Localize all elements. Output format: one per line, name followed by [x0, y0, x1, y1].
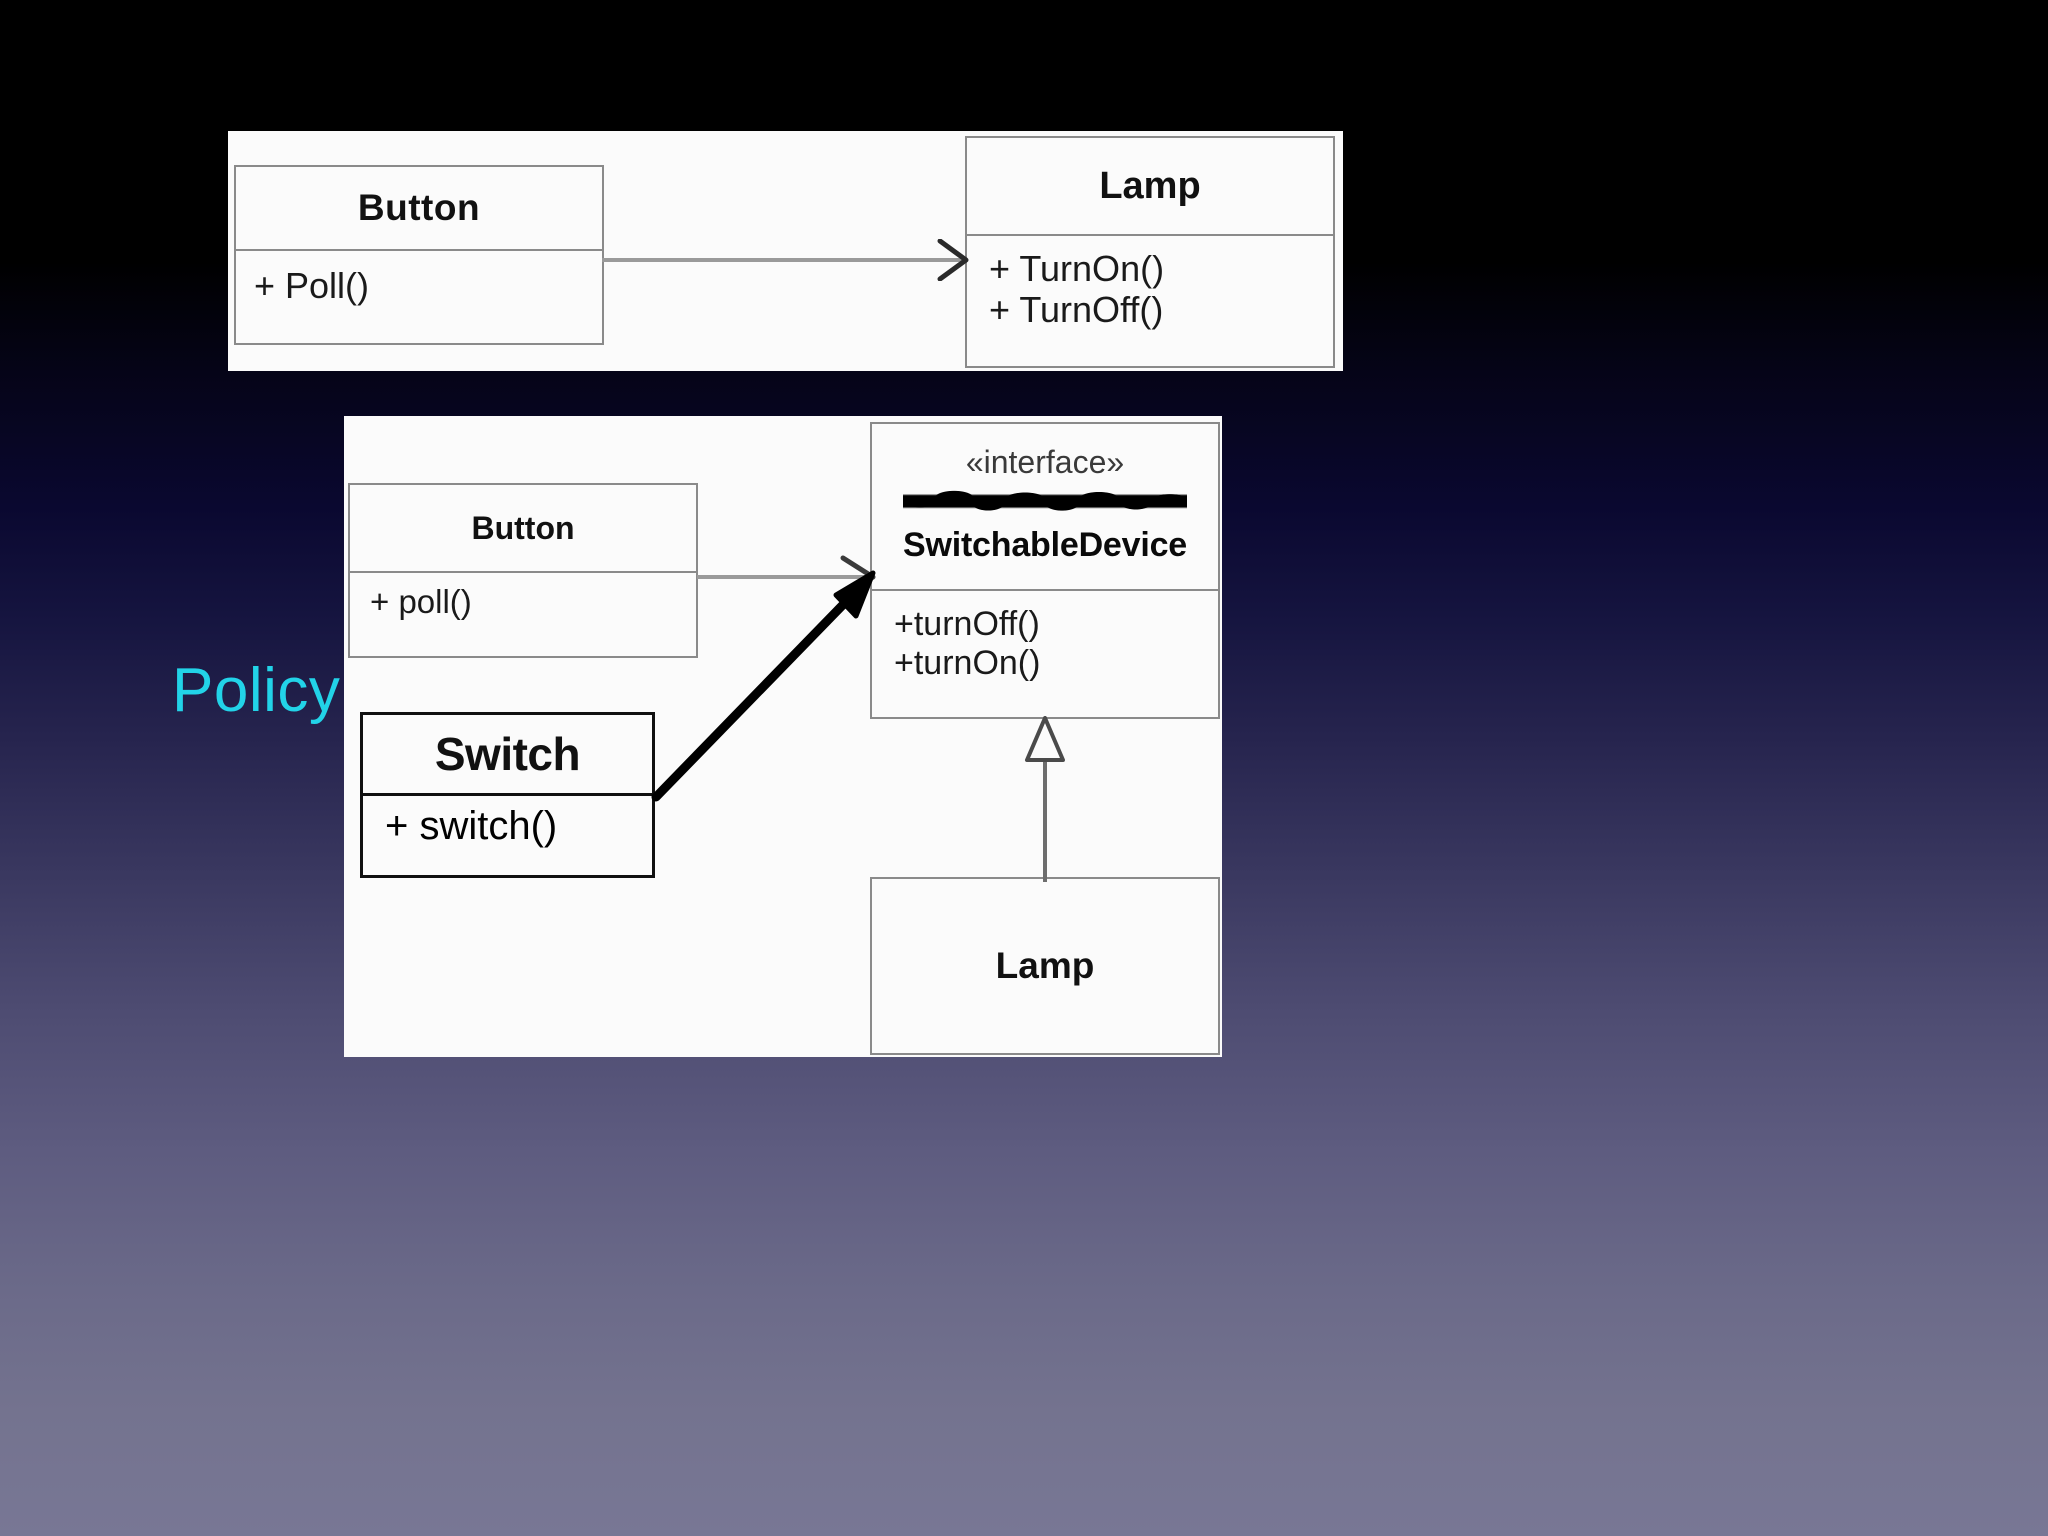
- uml-compartment-divider: [967, 234, 1333, 236]
- uml-interface-header: «interface» SwitchableDevice: [872, 424, 1218, 589]
- uml-members-compartment: + TurnOn() + TurnOff(): [967, 236, 1333, 366]
- uml-compartment-divider: [363, 793, 652, 796]
- policy-label: Policy: [172, 656, 341, 725]
- uml-interface-switchabledevice: «interface» SwitchableDevice +turnOff() …: [870, 422, 1220, 719]
- uml-class-name: Button: [357, 187, 481, 228]
- uml-class-name: Button: [471, 509, 575, 546]
- uml-interface-name: SwitchableDevice: [902, 525, 1188, 564]
- uml-class-lamp-bottom: Lamp: [870, 877, 1220, 1055]
- uml-compartment-divider: [872, 589, 1218, 591]
- uml-member: + poll(): [370, 583, 472, 620]
- generalization-arrow-lamp-to-interface: [1025, 716, 1065, 882]
- uml-class-lamp-top: Lamp + TurnOn() + TurnOff(): [965, 136, 1335, 368]
- uml-members-compartment: + poll(): [350, 573, 696, 656]
- uml-stereotype-label: «interface»: [965, 444, 1125, 480]
- uml-member: + TurnOn(): [989, 248, 1165, 289]
- uml-class-name: Switch: [434, 728, 581, 780]
- uml-class-name: Lamp: [995, 945, 1095, 986]
- uml-compartment-divider: [350, 571, 696, 573]
- uml-member: + Poll(): [254, 265, 370, 306]
- uml-compartment-divider: [236, 249, 602, 251]
- uml-members-compartment: + switch(): [363, 796, 652, 875]
- struck-out-interface-name: [895, 484, 1195, 518]
- uml-class-name: Lamp: [1099, 164, 1201, 207]
- uml-member: +turnOn(): [894, 643, 1041, 682]
- uml-members-compartment: + Poll(): [236, 251, 602, 343]
- association-arrow-button-to-lamp: [602, 239, 969, 281]
- handdrawn-arrow-switch-to-interface: [651, 570, 876, 802]
- uml-class-button-bottom: Button + poll(): [348, 483, 698, 658]
- uml-class-switch: Switch + switch(): [360, 712, 655, 878]
- uml-member: + TurnOff(): [989, 289, 1164, 331]
- uml-class-button-top: Button + Poll(): [234, 165, 604, 345]
- uml-member: +turnOff(): [894, 605, 1040, 643]
- uml-member: + switch(): [385, 804, 558, 848]
- scribble-out-mark: [903, 487, 1187, 514]
- uml-members-compartment: +turnOff() +turnOn(): [872, 591, 1218, 717]
